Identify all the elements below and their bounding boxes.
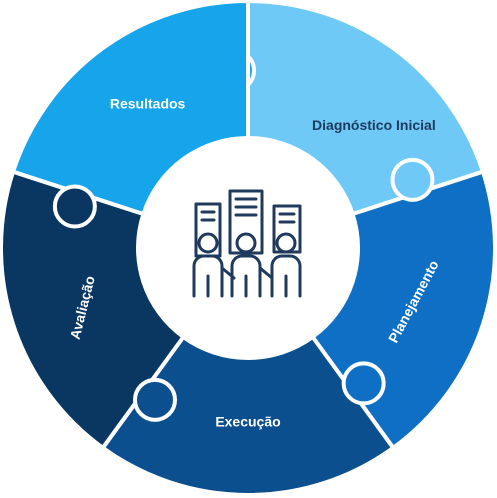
building-windows-icon bbox=[200, 197, 296, 224]
person-left-body-icon bbox=[192, 254, 224, 298]
person-center-head-icon bbox=[235, 232, 257, 254]
segment-tab-planejamento bbox=[390, 157, 435, 202]
label-execucao: Execução bbox=[215, 414, 280, 430]
segment-tab-resultados bbox=[52, 184, 97, 229]
person-right-body-icon bbox=[270, 254, 302, 298]
segment-tab-execucao bbox=[341, 361, 386, 406]
person-center-body-icon bbox=[230, 254, 262, 298]
person-left-head-icon bbox=[197, 232, 219, 254]
label-diagnostico: Diagnóstico Inicial bbox=[312, 117, 436, 133]
person-right-head-icon bbox=[275, 232, 297, 254]
label-resultados: Resultados bbox=[110, 95, 186, 111]
linked-arms-icon bbox=[220, 266, 274, 280]
segment-tab-avaliacao bbox=[132, 377, 177, 422]
team-city-icon bbox=[192, 189, 302, 298]
